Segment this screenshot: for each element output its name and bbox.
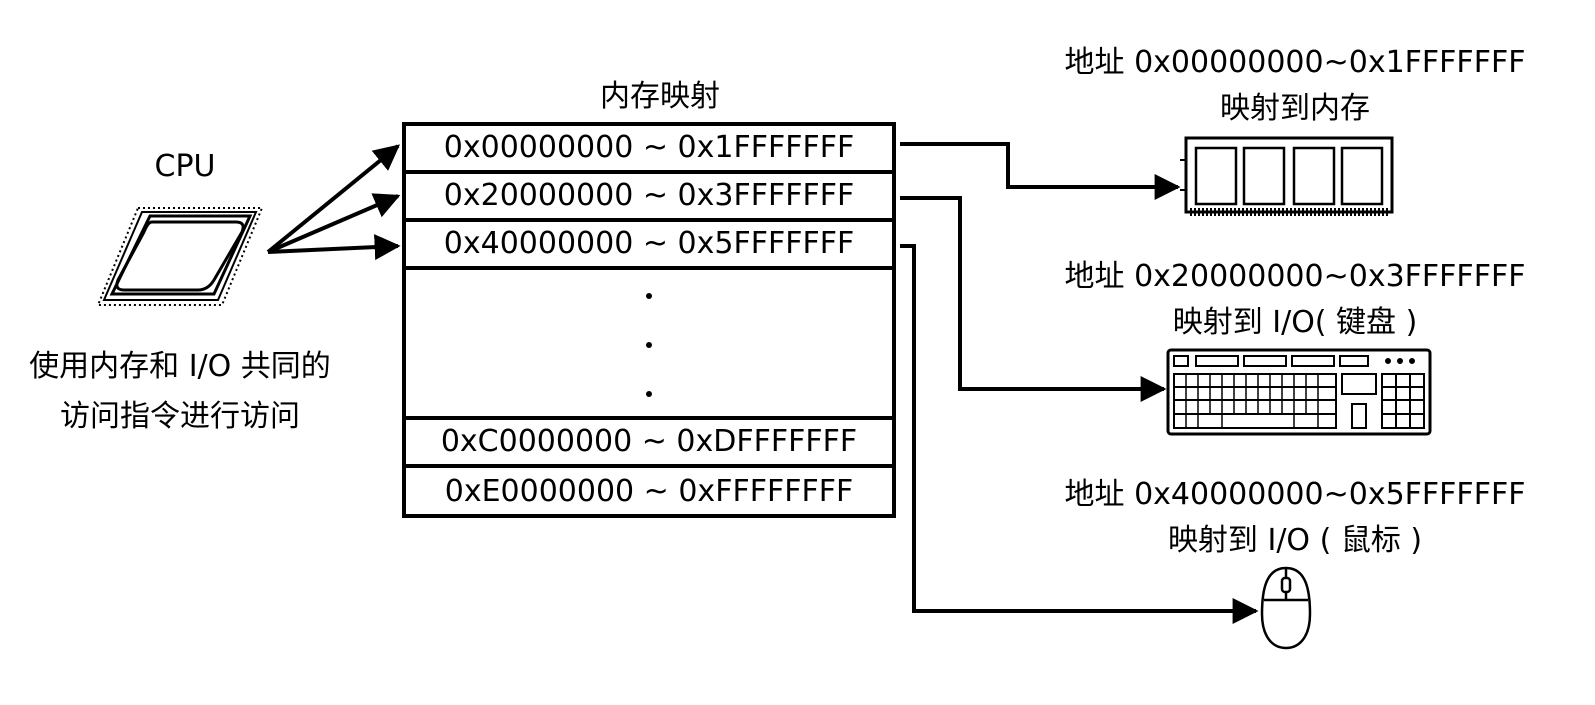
ellipsis-dots <box>646 293 652 397</box>
memory-map-row: 0x40000000 ~ 0x5FFFFFFF <box>443 226 855 261</box>
memory-map-row: 0x00000000 ~ 0x1FFFFFFF <box>443 130 855 165</box>
device-mapping: 映射到 I/O( 键盘 ) <box>1172 305 1418 340</box>
memory-map-row: 0xC0000000 ~ 0xDFFFFFFF <box>440 424 858 459</box>
cpu-access-arrows <box>266 144 401 261</box>
memory-map-row: 0x20000000 ~ 0x3FFFFFFF <box>443 178 855 213</box>
device-mapping: 映射到内存 <box>1220 91 1370 126</box>
memory-map-title: 内存映射 <box>600 79 720 114</box>
device-address: 地址 0x20000000~0x3FFFFFFF <box>1064 259 1526 294</box>
keyboard-device-label: 地址 0x20000000~0x3FFFFFFF 映射到 I/O( 键盘 ) <box>1045 254 1545 346</box>
device-connector-arrows <box>900 142 1259 624</box>
device-address: 地址 0x40000000~0x5FFFFFFF <box>1064 477 1526 512</box>
device-address: 地址 0x00000000~0x1FFFFFFF <box>1064 45 1526 80</box>
cpu-caption-line2: 访问指令进行访问 <box>60 399 300 434</box>
memory-map-table <box>402 122 896 518</box>
mouse-icon <box>1260 566 1312 650</box>
keyboard-icon <box>1166 348 1432 436</box>
device-mapping: 映射到 I/O ( 鼠标 ) <box>1167 523 1423 558</box>
cpu-label: CPU <box>154 149 216 184</box>
mouse-device-label: 地址 0x40000000~0x5FFFFFFF 映射到 I/O ( 鼠标 ) <box>1045 472 1545 564</box>
cpu-caption-line1: 使用内存和 I/O 共同的 <box>29 349 331 384</box>
memory-device-label: 地址 0x00000000~0x1FFFFFFF 映射到内存 <box>1045 40 1545 132</box>
memory-map-row: 0xE0000000 ~ 0xFFFFFFFF <box>444 474 854 509</box>
cpu-chip-icon <box>96 207 264 306</box>
cpu-caption: 使用内存和 I/O 共同的 访问指令进行访问 <box>0 342 360 442</box>
memory-module-icon <box>1180 136 1394 216</box>
